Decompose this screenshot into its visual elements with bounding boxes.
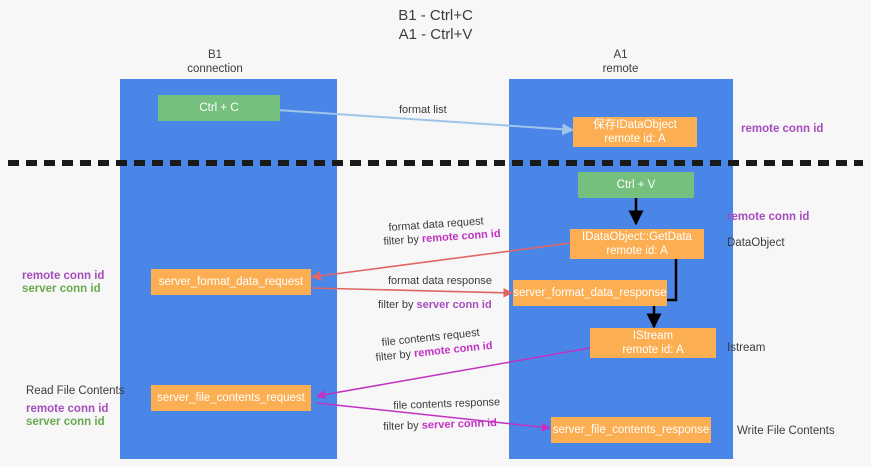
annotation-write-file-contents: Write File Contents	[737, 425, 835, 437]
edge-label-format-list: format list	[399, 104, 447, 116]
edge-label-file-contents-response-text: file contents response	[393, 396, 501, 412]
column-header-b1: B1 connection	[145, 48, 285, 76]
title-line-1: B1 - Ctrl+C	[398, 7, 473, 24]
box-server-format-data-response-label: server_format_data_response	[513, 287, 667, 299]
box-server-file-contents-request-label: server_file_contents_request	[157, 392, 305, 404]
box-idataobject-line-2: remote id: A	[604, 133, 666, 145]
box-server-format-data-request-label: server_format_data_request	[158, 276, 304, 288]
box-server-format-data-response[interactable]: server_format_data_response	[513, 280, 667, 306]
box-getdata-line-2: remote id: A	[606, 245, 668, 257]
box-istream-line-1: IStream	[632, 330, 674, 342]
filter-key-server-conn-id: server conn id	[416, 299, 492, 311]
box-idataobject-line-1: 保存IDataObject	[593, 119, 677, 131]
box-ctrl-c-label: Ctrl + C	[199, 102, 239, 114]
annotation-read-file-contents: Read File Contents	[26, 385, 125, 397]
filter-prefix: filter by	[375, 347, 415, 364]
page-title: B1 - Ctrl+C A1 - Ctrl+V	[0, 6, 871, 44]
column-header-b1-role: connection	[187, 63, 243, 75]
edge-label-file-contents-response-filter: filter by server conn id	[383, 416, 497, 434]
box-ctrl-v[interactable]: Ctrl + V	[578, 172, 694, 198]
annotation-left-server-conn-id-bottom: server conn id	[26, 416, 105, 428]
edge-label-format-data-response-filter: filter by server conn id	[378, 298, 492, 312]
box-istream-line-2: remote id: A	[622, 344, 684, 356]
column-header-a1: A1 remote	[548, 48, 693, 76]
filter-prefix: filter by	[383, 419, 422, 433]
box-ctrl-v-label: Ctrl + V	[616, 179, 656, 191]
filter-prefix: filter by	[383, 233, 423, 248]
filter-prefix: filter by	[378, 299, 417, 311]
filter-key-remote-conn-id: remote conn id	[421, 227, 501, 246]
column-header-b1-name: B1	[207, 49, 223, 61]
annotation-left-remote-conn-id-bottom: remote conn id	[26, 403, 109, 415]
annotation-remote-conn-id-top: remote conn id	[741, 123, 824, 135]
annotation-dataobject: DataObject	[727, 237, 785, 249]
title-line-2: A1 - Ctrl+V	[398, 26, 473, 43]
annotation-remote-conn-id-mid: remote conn id	[727, 211, 810, 223]
annotation-left-server-conn-id-mid: server conn id	[22, 283, 101, 295]
column-header-a1-name: A1	[613, 49, 628, 61]
box-ctrl-c[interactable]: Ctrl + C	[158, 95, 280, 121]
box-server-file-contents-response-label: server_file_contents_response	[552, 424, 710, 436]
box-server-file-contents-response[interactable]: server_file_contents_response	[551, 417, 711, 443]
edge-label-file-contents-response: file contents response	[393, 395, 500, 413]
filter-key-server-conn-id: server conn id	[421, 417, 498, 432]
annotation-left-remote-conn-id-mid: remote conn id	[22, 270, 105, 282]
box-istream[interactable]: IStream remote id: A	[590, 328, 716, 358]
box-idataobject-getdata[interactable]: IDataObject::GetData remote id: A	[570, 229, 704, 259]
column-header-a1-role: remote	[602, 63, 639, 75]
edge-label-format-data-response: format data response	[388, 275, 492, 287]
box-server-format-data-request[interactable]: server_format_data_request	[151, 269, 311, 295]
box-server-file-contents-request[interactable]: server_file_contents_request	[151, 385, 311, 411]
annotation-istream: Istream	[727, 342, 766, 354]
box-getdata-line-1: IDataObject::GetData	[582, 231, 692, 243]
box-idataobject[interactable]: 保存IDataObject remote id: A	[573, 117, 697, 147]
arrow-format-data-response	[311, 287, 513, 298]
